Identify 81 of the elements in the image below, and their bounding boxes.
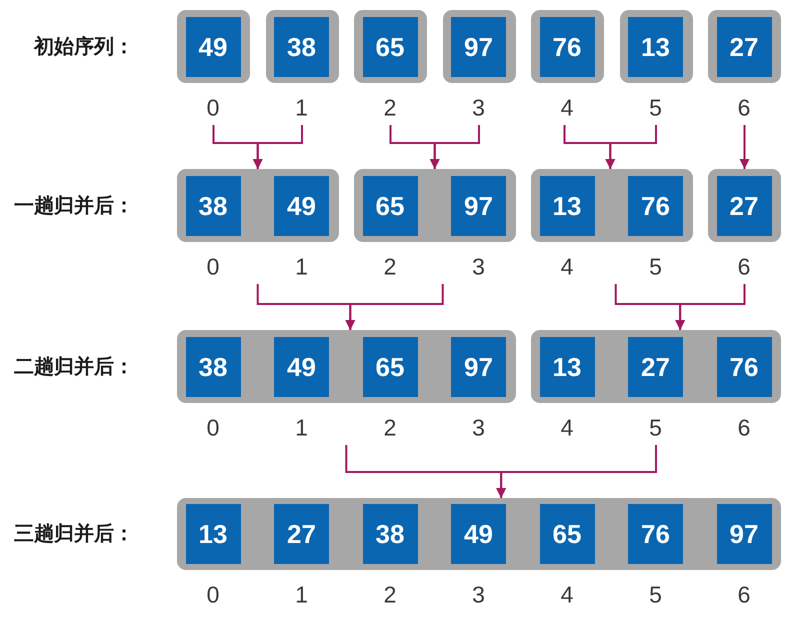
row-label: 二趟归并后： bbox=[14, 357, 134, 377]
index-label: 3 bbox=[472, 416, 485, 440]
value-box: 13 bbox=[540, 176, 594, 236]
index-label: 1 bbox=[295, 256, 308, 278]
index-label: 4 bbox=[560, 256, 574, 278]
group-frame bbox=[708, 10, 781, 83]
bracket-arrow bbox=[605, 125, 657, 169]
index-label: 4 bbox=[560, 584, 574, 606]
group-frame bbox=[177, 169, 338, 242]
bracket-arrow bbox=[430, 125, 480, 169]
index-label: 2 bbox=[384, 416, 396, 440]
value-box: 65 bbox=[362, 17, 418, 77]
value-box: 76 bbox=[716, 337, 772, 397]
bracket-arrow bbox=[675, 284, 746, 330]
value-box: 76 bbox=[540, 17, 594, 77]
value-box: 49 bbox=[451, 504, 506, 564]
index-label: 2 bbox=[384, 584, 396, 606]
value-box: 27 bbox=[716, 176, 772, 236]
value-box: 97 bbox=[451, 17, 506, 77]
group-frame bbox=[177, 330, 516, 403]
index-label: 1 bbox=[295, 96, 308, 120]
value-box: 38 bbox=[186, 337, 240, 397]
group-frame bbox=[354, 10, 427, 83]
index-label: 0 bbox=[206, 256, 220, 278]
index-label: 6 bbox=[738, 256, 750, 278]
value-box: 49 bbox=[274, 337, 329, 397]
group-frame bbox=[531, 169, 692, 242]
bracket-arrow bbox=[345, 284, 444, 330]
group-frame bbox=[177, 498, 780, 570]
group-frame bbox=[354, 169, 516, 242]
group-frame bbox=[177, 10, 250, 83]
value-box: 97 bbox=[716, 504, 772, 564]
arrow bbox=[740, 125, 750, 169]
value-box: 27 bbox=[628, 337, 683, 397]
value-box: 49 bbox=[274, 176, 329, 236]
value-box: 13 bbox=[186, 504, 240, 564]
index-label: 1 bbox=[295, 416, 308, 440]
value-box: 65 bbox=[540, 504, 594, 564]
group-frame bbox=[708, 169, 781, 242]
index-label: 6 bbox=[738, 96, 750, 120]
index-label: 3 bbox=[472, 256, 485, 278]
index-label: 3 bbox=[472, 584, 485, 606]
index-label: 4 bbox=[560, 96, 574, 120]
value-box: 27 bbox=[274, 504, 329, 564]
value-box: 13 bbox=[540, 337, 594, 397]
group-frame bbox=[266, 10, 338, 83]
index-label: 2 bbox=[384, 256, 396, 278]
group-frame bbox=[531, 10, 604, 83]
value-box: 76 bbox=[628, 176, 683, 236]
row-label: 初始序列： bbox=[34, 37, 134, 57]
index-label: 2 bbox=[384, 96, 396, 120]
value-box: 97 bbox=[451, 337, 506, 397]
group-frame bbox=[531, 330, 781, 403]
value-box: 38 bbox=[274, 17, 329, 77]
value-box: 97 bbox=[451, 176, 506, 236]
index-label: 5 bbox=[649, 416, 662, 440]
group-frame bbox=[620, 10, 692, 83]
value-box: 13 bbox=[628, 17, 683, 77]
index-label: 5 bbox=[649, 584, 662, 606]
row-label: 三趟归并后： bbox=[14, 524, 134, 544]
index-label: 5 bbox=[649, 256, 662, 278]
index-label: 4 bbox=[560, 416, 574, 440]
index-label: 6 bbox=[738, 416, 750, 440]
index-label: 6 bbox=[738, 584, 750, 606]
value-box: 38 bbox=[186, 176, 240, 236]
group-frame bbox=[442, 10, 516, 83]
value-box: 49 bbox=[186, 17, 240, 77]
row-label: 一趟归并后： bbox=[14, 196, 134, 216]
index-label: 1 bbox=[295, 584, 308, 606]
index-label: 0 bbox=[206, 416, 220, 440]
index-label: 5 bbox=[649, 96, 662, 120]
bracket-arrow bbox=[496, 445, 657, 498]
index-label: 0 bbox=[206, 584, 220, 606]
index-label: 0 bbox=[206, 96, 220, 120]
value-box: 76 bbox=[628, 504, 683, 564]
value-box: 65 bbox=[362, 176, 418, 236]
value-box: 27 bbox=[716, 17, 772, 77]
value-box: 65 bbox=[362, 337, 418, 397]
bracket-arrow bbox=[252, 125, 303, 169]
value-box: 38 bbox=[362, 504, 418, 564]
index-label: 3 bbox=[472, 96, 485, 120]
